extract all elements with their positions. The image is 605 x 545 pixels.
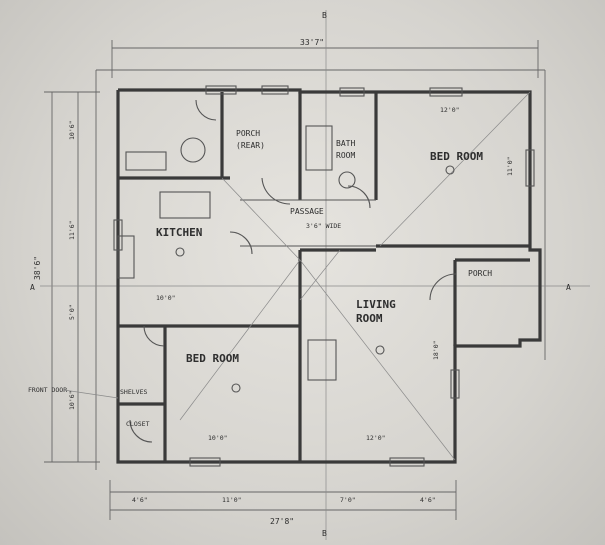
section-marker-left: A [30, 283, 35, 292]
dimension-lines [40, 10, 590, 540]
fireplace-icon [307, 339, 337, 381]
dimension-living-room-depth: 18'0" [432, 340, 440, 360]
door-swing-icon [347, 185, 371, 209]
section-marker-right: A [566, 283, 571, 292]
dimension-bottom-seg-2: 11'0" [222, 496, 242, 504]
dimension-bed-room-1-depth: 11'0" [506, 156, 514, 176]
door-swing-icon [229, 231, 253, 255]
sink-icon [125, 151, 167, 171]
counter-icon [159, 191, 211, 219]
room-label-porch-rear-line1: PORCH [236, 129, 260, 138]
dimension-bed-room-1-width: 12'0" [440, 106, 460, 114]
windows [113, 85, 535, 467]
fixtures [117, 125, 455, 393]
dimension-kitchen-width: 10'0" [156, 294, 176, 302]
toilet-icon [338, 171, 356, 189]
light-fixture-icon [375, 345, 385, 355]
bathtub-icon [305, 125, 333, 171]
dimension-left-seg-4: 10'6" [68, 390, 76, 410]
dimension-left-seg-1: 10'6" [68, 120, 76, 140]
dimension-bottom-seg-4: 4'6" [420, 496, 436, 504]
room-label-bed-room-1: BED ROOM [430, 150, 483, 163]
light-fixture-icon [445, 165, 455, 175]
room-label-living-line1: LIVING [356, 298, 396, 311]
door-swing-icon [261, 177, 291, 205]
door-swing-icon [195, 99, 217, 121]
room-label-closet: CLOSET [126, 420, 150, 428]
range-icon [117, 235, 135, 279]
dimension-overall-depth-left: 38'6" [33, 256, 42, 280]
dimension-bottom-seg-1: 4'6" [132, 496, 148, 504]
room-label-living-line2: ROOM [356, 312, 383, 325]
dimension-living-room-width: 12'0" [366, 434, 386, 442]
interior-walls [118, 92, 530, 462]
door-swings [129, 99, 457, 443]
water-heater-icon [180, 137, 206, 163]
room-label-bath-line1: BATH [336, 139, 355, 148]
section-marker-top: B [322, 11, 327, 20]
dimension-left-seg-3: 5'0" [68, 304, 76, 320]
room-label-porch-front: PORCH [468, 269, 492, 278]
door-swing-icon [143, 325, 165, 347]
dimension-bed-room-2-width: 10'0" [208, 434, 228, 442]
dimension-overall-width-top: 33'7" [300, 38, 324, 47]
section-marker-bottom: B [322, 529, 327, 538]
room-label-shelves: SHELVES [120, 388, 147, 396]
door-swing-icon [129, 419, 153, 443]
dimension-left-seg-2: 11'6" [68, 220, 76, 240]
room-label-porch-rear-line2: (REAR) [236, 141, 265, 150]
dimension-overall-width-bottom: 27'8" [270, 517, 294, 526]
room-label-kitchen: KITCHEN [156, 226, 202, 239]
light-fixture-icon [231, 383, 241, 393]
dimension-passage-width: 3'6" WIDE [306, 222, 341, 230]
front-door-note: FRONT DOOR [28, 386, 67, 394]
room-label-bed-room-2: BED ROOM [186, 352, 239, 365]
room-label-bath-line2: ROOM [336, 151, 355, 160]
roof-hip-lines [179, 91, 531, 461]
light-fixture-icon [175, 247, 185, 257]
dimension-bottom-seg-3: 7'0" [340, 496, 356, 504]
room-label-passage: PASSAGE [290, 207, 324, 216]
door-swing-icon [429, 273, 457, 301]
